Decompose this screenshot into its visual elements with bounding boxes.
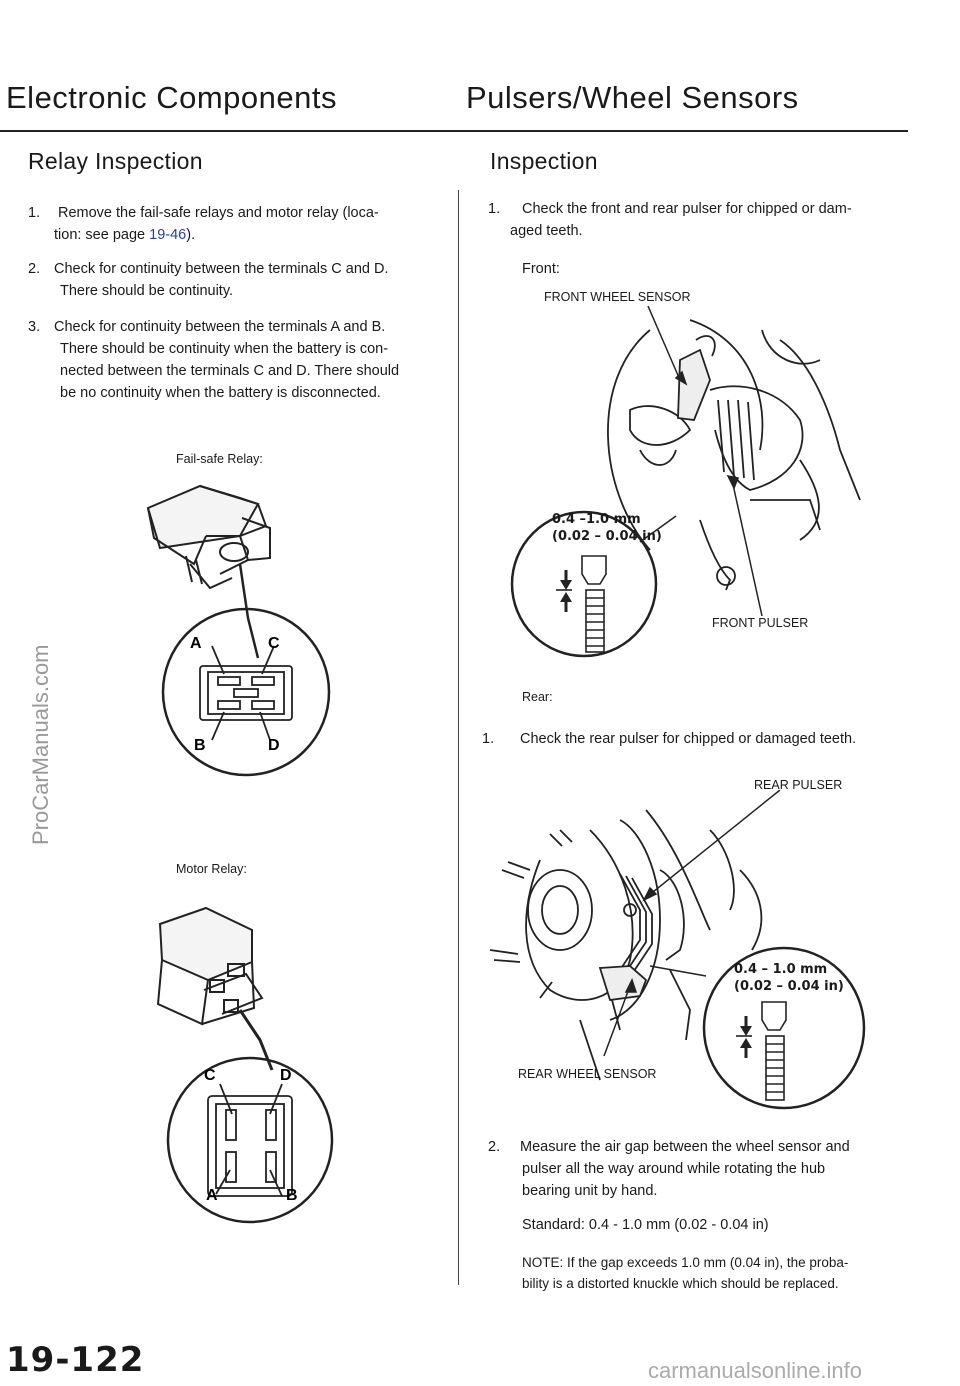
rear-leader-lines [603, 790, 781, 1057]
watermark-text: ProCarManuals.com [28, 644, 53, 845]
rear-gap-detail [736, 1001, 787, 1101]
rear-sensor-diagram [489, 790, 866, 1110]
failsafe-terminal-d: D [268, 737, 280, 754]
rear-step-1: 1. Check the rear pulser for chipped or … [482, 731, 857, 747]
relay-step-2: 2. Check for continuity between the term… [28, 261, 389, 299]
inspection-step-2: 2. Measure the air gap between the wheel… [488, 1139, 850, 1199]
rear-gap-detail-circle [702, 946, 866, 1110]
front-knuckle-drawing [607, 319, 861, 591]
motor-terminal-d: D [280, 1067, 292, 1084]
front-gap-in: (0.02 – 0.04 in) [552, 529, 662, 544]
front-gap-mm: 0.4 –1.0 mm [552, 512, 641, 527]
front-sensor-diagram [510, 305, 861, 658]
rear-gap-arrows [740, 1016, 752, 1058]
failsafe-relay-body [146, 484, 271, 659]
front-leader-lines [647, 305, 763, 617]
failsafe-relay-diagram: A C B D [146, 484, 331, 777]
relay-heading: Relay Inspection [28, 148, 203, 174]
rear-detail-leader [649, 965, 707, 977]
column-divider [458, 190, 459, 1285]
rear-gap-mm: 0.4 – 1.0 mm [734, 962, 828, 977]
front-gap-detail-circle [510, 510, 658, 658]
motor-terminal-detail-circle [166, 1056, 334, 1224]
page-link[interactable]: 19-46 [149, 227, 187, 243]
front-gap-detail [556, 555, 607, 653]
failsafe-terminal-detail-circle [161, 607, 331, 777]
relay-step-1: 1. Remove the fail-safe relays and motor… [28, 205, 379, 243]
motor-relay-body [156, 906, 274, 1071]
footer-link[interactable]: carmanualsonline.info [648, 1358, 863, 1383]
front-pulser-label: FRONT PULSER [712, 616, 809, 630]
failsafe-terminal-c: C [268, 635, 280, 652]
failsafe-terminal-a: A [190, 635, 202, 652]
motor-terminal-block [207, 1083, 293, 1197]
rear-gap-in: (0.02 – 0.04 in) [734, 979, 844, 994]
rear-pulser-label: REAR PULSER [754, 778, 843, 792]
rear-label: Rear: [522, 690, 553, 704]
inspection-note: NOTE: If the gap exceeds 1.0 mm (0.04 in… [522, 1255, 849, 1291]
failsafe-terminal-block [199, 645, 293, 741]
section-title-right: Pulsers/Wheel Sensors [466, 80, 799, 115]
page-number: 19-122 [6, 1340, 145, 1380]
header-rule [0, 130, 908, 132]
failsafe-terminal-b: B [194, 737, 206, 754]
inspection-step-1: 1. Check the front and rear pulser for c… [488, 201, 852, 239]
motor-relay-diagram: C D A B [156, 906, 334, 1224]
inspection-heading: Inspection [490, 148, 598, 174]
relay-step-3: 3. Check for continuity between the term… [28, 319, 400, 401]
motor-terminal-c: C [204, 1067, 216, 1084]
section-title-left: Electronic Components [6, 80, 337, 115]
motor-terminal-b: B [286, 1187, 298, 1204]
front-label: Front: [522, 261, 560, 277]
motor-terminal-a: A [206, 1187, 218, 1204]
standard-spec: Standard: 0.4 - 1.0 mm (0.02 - 0.04 in) [522, 1217, 769, 1233]
front-wheel-sensor-label: FRONT WHEEL SENSOR [544, 290, 691, 304]
failsafe-relay-label: Fail-safe Relay: [176, 452, 263, 466]
rear-wheel-sensor-label: REAR WHEEL SENSOR [518, 1067, 657, 1081]
motor-relay-label: Motor Relay: [176, 862, 247, 876]
front-gap-arrows [560, 570, 572, 612]
front-detail-leader [639, 515, 677, 543]
